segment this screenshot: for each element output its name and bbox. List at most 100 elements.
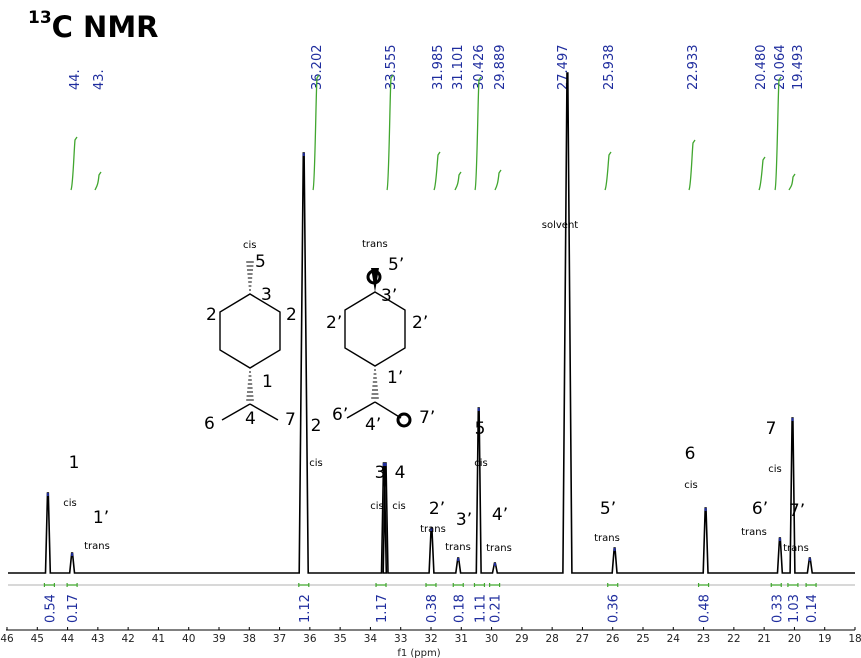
cis-atom-7: 7 (285, 410, 296, 430)
trans-bond (374, 401, 402, 419)
top-peak-label: 22.933 (686, 45, 701, 91)
x-tick-label: 27 (576, 633, 589, 645)
trans-atom-2-right: 2’ (412, 313, 429, 333)
integral-marker (298, 583, 310, 587)
x-tick-label: 38 (243, 633, 256, 645)
integral-marker (805, 583, 817, 587)
cis-atom-5: 5 (255, 252, 266, 272)
integral-curve (312, 74, 320, 191)
cis-atom-1: 1 (262, 372, 273, 392)
integral-value: 1.12 (298, 594, 313, 623)
integral-marker (43, 583, 55, 587)
trans-atom-1: 1’ (387, 368, 404, 388)
top-peak-label: 20.480 (754, 45, 769, 91)
integral-curve (433, 151, 441, 191)
integral-curve (788, 173, 796, 191)
peak-assignment-label: 5 (475, 419, 486, 439)
integral-curve (454, 171, 462, 191)
peak-assignment-label: 5’ (600, 499, 616, 519)
peak-assignment-label: 1’ (93, 508, 109, 528)
x-tick-label: 24 (667, 633, 681, 645)
cis-structure-tag: cis (243, 240, 257, 251)
peak-isomer-tag: trans (783, 543, 809, 554)
peak-assignment-label: 3’ (456, 510, 472, 530)
peak-isomer-tag: trans (741, 527, 767, 538)
peak-isomer-tag: cis (474, 458, 488, 469)
integral-value: 0.48 (698, 594, 713, 623)
cis-bond (249, 403, 279, 421)
peak-assignment-label: 2 (311, 416, 322, 436)
top-peak-label: 44. (68, 69, 83, 90)
peak-isomer-tag: cis (768, 464, 782, 475)
spectrum-trace (8, 72, 855, 574)
integral-value: 0.38 (425, 594, 440, 623)
integral-value: 0.17 (66, 594, 81, 623)
x-tick-label: 41 (152, 633, 165, 645)
integral-marker (787, 583, 799, 587)
cis-atom-6: 6 (204, 414, 215, 434)
x-axis-label: f1 (ppm) (397, 648, 440, 658)
integral-marker (473, 583, 486, 587)
integral-marker (425, 583, 437, 587)
peak-assignment-label: 6’ (752, 499, 768, 519)
peak-assignment-label: 7’ (789, 501, 805, 521)
peak-isomer-tag: cis (392, 501, 406, 512)
peak-assignment-label: 7 (766, 419, 777, 439)
integral-value: 0.36 (607, 594, 622, 623)
integral-value: 0.21 (489, 594, 504, 623)
integral-marker (452, 583, 464, 587)
x-tick-label: 36 (303, 633, 317, 645)
trans-atom-2-left: 2’ (326, 313, 343, 333)
trans-structure-tag: trans (362, 239, 388, 250)
peak-isomer-tag: cis (63, 498, 77, 509)
top-peak-label: 31.101 (451, 45, 466, 91)
integral-curve (70, 136, 78, 191)
trans-atom-7: 7’ (419, 408, 436, 428)
x-tick-label: 42 (121, 633, 134, 645)
x-tick-label: 30 (485, 633, 498, 645)
integral-marker (66, 583, 78, 587)
integral-curve (774, 76, 782, 191)
x-tick-label: 22 (727, 633, 740, 645)
x-tick-label: 26 (606, 633, 620, 645)
integral-value: 0.14 (805, 594, 820, 623)
peak-assignment-label: 2’ (429, 499, 445, 519)
trans-atom-5: 5’ (388, 255, 405, 275)
integral-value: 1.17 (375, 594, 390, 623)
x-tick-label: 43 (91, 633, 104, 645)
peak-isomer-tag: cis (684, 480, 698, 491)
x-tick-label: 45 (31, 633, 44, 645)
top-peak-label: 27.497 (556, 45, 571, 91)
cis-cyclohexane-ring (219, 293, 281, 369)
integral-marker (489, 583, 501, 587)
integral-value: 0.18 (452, 594, 467, 623)
integral-marker (770, 583, 782, 587)
integral-value: 1.03 (787, 594, 802, 623)
top-peak-label: 29.889 (493, 45, 508, 91)
integral-curve (494, 169, 502, 191)
x-tick-label: 39 (212, 633, 225, 645)
integral-curve (758, 156, 766, 191)
peak-assignment-label: 1 (69, 453, 80, 473)
top-peak-label: 33.555 (384, 45, 399, 91)
x-tick-label: 23 (697, 633, 710, 645)
integral-curve (604, 151, 612, 191)
peak-isomer-tag: cis (309, 458, 323, 469)
top-peak-label: 30.426 (472, 45, 487, 91)
integral-value: 0.54 (43, 594, 58, 623)
x-tick-label: 29 (515, 633, 528, 645)
top-peak-label: 25.938 (602, 45, 617, 91)
x-tick-label: 21 (757, 633, 770, 645)
solvent-label: solvent (542, 220, 579, 231)
spectrum-title: 13C NMR (28, 8, 159, 44)
x-tick-label: 37 (273, 633, 286, 645)
cis-atom-2-left: 2 (206, 305, 217, 325)
top-peak-label: 20.064 (773, 45, 788, 91)
x-tick-label: 31 (455, 633, 468, 645)
top-peak-label: 43. (92, 69, 107, 90)
cis-atom-2-right: 2 (286, 305, 297, 325)
trans-atom-4: 4’ (365, 415, 382, 435)
peak-isomer-tag: trans (445, 542, 471, 553)
trans-bond (346, 401, 376, 419)
